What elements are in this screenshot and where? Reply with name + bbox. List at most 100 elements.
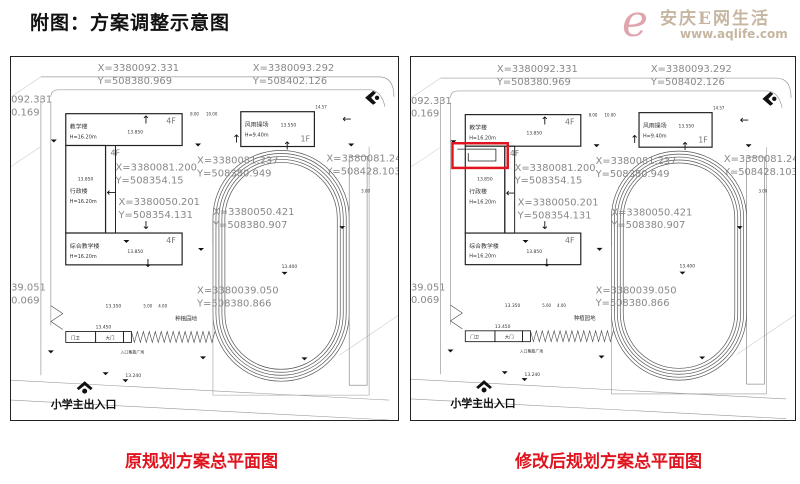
- fence: [530, 329, 614, 343]
- coordinate-x: 092.331: [411, 96, 452, 107]
- elevation-marker: [593, 144, 600, 148]
- dimension-label: 3.00: [361, 188, 370, 193]
- main-entrance-icon-dot: [82, 388, 88, 394]
- running-track-lane: [221, 159, 341, 373]
- running-track-lane: [224, 162, 338, 370]
- road-edge: [11, 399, 389, 420]
- road-edge: [450, 90, 783, 108]
- coordinate-x: 092.331: [11, 95, 52, 106]
- complex-teaching-building: [65, 232, 183, 266]
- gymnasium-name: 风雨操场: [245, 121, 269, 129]
- dimension-label: 10.00: [206, 112, 218, 117]
- garden-label: 种植园地: [175, 315, 197, 323]
- garden-label: 种植园地: [574, 314, 596, 322]
- coordinate-x: X=3380081.237: [197, 155, 279, 166]
- teaching-building-name: 教学楼: [469, 123, 487, 131]
- yard-elevation: 13.350: [106, 304, 122, 310]
- entry-arrow-icon: ↑: [232, 133, 241, 146]
- elevation-marker: [198, 247, 205, 251]
- page-title: 附图：方案调整示意图: [30, 12, 231, 34]
- running-track-lane: [614, 153, 745, 378]
- coordinate-x: 39.051: [11, 283, 46, 294]
- guard-room-label: 门卫: [470, 334, 479, 341]
- yard-elevation: 13.350: [505, 303, 521, 309]
- elevation-marker: [447, 349, 454, 353]
- complex-teaching-building-height: H=16.20m: [70, 254, 97, 260]
- complex-teaching-building-floors: 4F: [565, 236, 575, 245]
- teaching-building-name: 教学楼: [70, 123, 88, 131]
- coordinate-x: X=3380050.421: [213, 207, 295, 218]
- gate-elevation: 13.450: [495, 324, 511, 330]
- entry-arrow-icon: ←: [506, 187, 515, 200]
- running-track-lane: [218, 156, 344, 376]
- coordinate-x: X=3380081.200: [515, 163, 596, 174]
- running-track-lane: [619, 159, 739, 372]
- coordinate-x: X=3380050.201: [518, 197, 599, 208]
- elevation-marker: [50, 139, 57, 143]
- coordinate-x: X=3380093.292: [253, 63, 335, 74]
- elevation-marker: [102, 372, 109, 376]
- complex-teaching-building-name: 综合教学楼: [469, 242, 499, 250]
- road-edge: [440, 77, 792, 98]
- coordinate-y: Y=508402.126: [252, 76, 327, 87]
- admin-building-elevation: 13.850: [78, 176, 94, 182]
- teaching-building-elevation: 13.850: [526, 130, 542, 136]
- main-gate-label: 大门: [505, 334, 514, 341]
- road-elevation: 13.240: [125, 373, 141, 379]
- original-plan-caption: 原规划方案总平面图: [125, 452, 278, 472]
- coordinate-y: Y=508354.15: [114, 175, 183, 186]
- coordinate-y: Y=508380.866: [595, 298, 670, 309]
- entry-arrow-icon: ↓: [141, 219, 150, 232]
- coordinate-y: 0.169: [411, 109, 439, 120]
- coordinate-x: X=3380081.237: [596, 156, 677, 167]
- elevation-marker: [339, 226, 346, 230]
- coordinate-y: Y=508354.131: [117, 210, 192, 221]
- coordinate-y: Y=508428.103: [325, 166, 398, 177]
- gate-post: [522, 330, 531, 343]
- elevation-marker: [123, 239, 130, 243]
- admin-building-height: H=16.20m: [469, 199, 496, 205]
- coordinate-x: X=3380093.292: [651, 64, 732, 75]
- gymnasium: [240, 111, 315, 148]
- complex-teaching-building-height: H=16.20m: [469, 254, 496, 260]
- coordinate-x: X=3380081.242: [724, 154, 795, 165]
- watermark-logo: e: [622, 0, 649, 47]
- road-edge: [11, 379, 389, 401]
- admin-building-elevation: 13.850: [477, 177, 493, 183]
- elevation-marker: [521, 378, 528, 382]
- entry-arrow-icon: ↑: [630, 133, 639, 146]
- main-entrance-label: 小学主出入口: [450, 396, 515, 410]
- complex-teaching-building: [464, 232, 582, 266]
- coordinate-x: X=3380092.331: [497, 64, 578, 75]
- main-entrance-icon: [476, 380, 492, 390]
- ramp: [50, 305, 64, 330]
- coordinate-y: Y=508380.949: [595, 169, 670, 180]
- coordinate-x: X=3380050.421: [611, 207, 692, 218]
- complex-teaching-building-name: 综合教学楼: [70, 242, 100, 250]
- main-entrance-label: 小学主出入口: [50, 397, 117, 411]
- complex-teaching-building-elevation: 13.850: [127, 249, 143, 255]
- guard-room-label: 门卫: [71, 334, 80, 341]
- elevation-marker: [679, 271, 686, 275]
- elevation-marker: [501, 371, 508, 375]
- complex-teaching-building-floors: 4F: [166, 236, 176, 245]
- gate-post: [122, 331, 132, 343]
- coordinate-x: X=3380081.200: [115, 162, 197, 173]
- admin-building-name: 行政楼: [70, 187, 88, 195]
- gymnasium-height: H=9.40m: [643, 133, 667, 139]
- coordinate-y: Y=508380.907: [212, 220, 287, 231]
- entry-arrow-icon: ↑: [540, 114, 549, 127]
- gymnasium-name: 风雨操场: [643, 121, 667, 129]
- elevation-marker: [450, 140, 457, 144]
- gate-elevation: 13.450: [96, 325, 112, 331]
- elevation-marker: [281, 271, 288, 275]
- field-boundary: [611, 147, 767, 395]
- side-entrance-icon: [365, 90, 377, 105]
- field-elevation: 13.400: [680, 264, 696, 270]
- coordinate-y: 0.069: [11, 296, 39, 307]
- gymnasium-floors: 1F: [698, 135, 708, 144]
- field-boundary: [212, 146, 370, 396]
- entry-arrow-icon: ↓: [540, 219, 549, 232]
- entry-arrow-icon: ↑: [680, 140, 689, 153]
- gymnasium: [638, 112, 713, 148]
